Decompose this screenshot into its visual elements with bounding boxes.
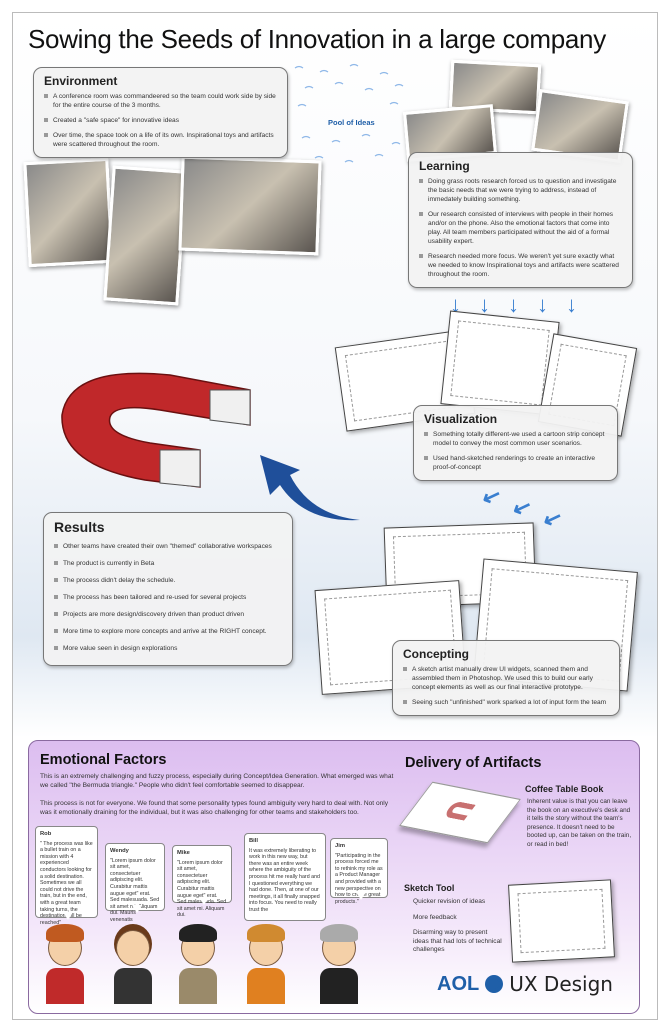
magnet-illustration	[61, 372, 251, 488]
quote-name: Mike	[177, 850, 190, 856]
learning-heading: Learning	[419, 159, 470, 173]
sketch-tool-item: Quicker revision of ideas	[413, 898, 486, 905]
avatar-jim	[316, 924, 362, 1004]
results-item: More time to explore more concepts and a…	[54, 627, 282, 636]
visualization-heading: Visualization	[424, 412, 498, 426]
aol-brand-text: AOL	[437, 972, 480, 995]
quote-text: " The process was like a bullet train on…	[40, 840, 93, 926]
results-item: The process has been tailored and re-use…	[54, 593, 282, 602]
photo-workspace-2	[103, 165, 188, 306]
emotional-paragraph-2: This process is not for everyone. We fou…	[40, 800, 389, 816]
visualization-item: Used hand-sketched renderings to create …	[424, 454, 607, 472]
concepting-box: Concepting A sketch artist manually drew…	[392, 640, 620, 716]
results-item: Projects are more design/discovery drive…	[54, 610, 282, 619]
learning-item: Research needed more focus. We weren't y…	[419, 252, 622, 279]
photo-workspace-1	[23, 157, 114, 268]
results-heading: Results	[54, 519, 105, 535]
learning-item: Doing grass roots research forced us to …	[419, 177, 622, 204]
sketch-tool-item: More feedback	[413, 913, 457, 921]
environment-heading: Environment	[44, 74, 118, 88]
emotional-heading: Emotional Factors	[40, 752, 167, 768]
quote-bubble-wendy: Wendy "Lorem ipsum dolor sit amet, consec…	[105, 843, 165, 923]
concepting-item: A sketch artist manually drew UI widgets…	[403, 665, 609, 692]
learning-box: Learning Doing grass roots research forc…	[408, 152, 633, 288]
environment-box: Environment A conference room was comman…	[33, 67, 288, 158]
avatar-wendy	[110, 924, 156, 1004]
avatar-bill	[243, 924, 289, 1004]
poster-title: Sowing the Seeds of Innovation in a larg…	[28, 24, 606, 54]
visualization-box: Visualization Something totally differen…	[413, 405, 618, 481]
environment-item: Over time, the space took on a life of i…	[44, 131, 277, 149]
learning-item: Our research consisted of interviews wit…	[419, 210, 622, 246]
avatar-mike	[175, 924, 221, 1004]
coffee-table-book-heading: Coffee Table Book	[525, 784, 604, 794]
idea-stream-decoration	[294, 63, 404, 163]
quote-text: It was extremely liberating to work in t…	[249, 847, 320, 913]
emotional-paragraph-1: This is an extremely challenging and fuz…	[40, 773, 394, 789]
quote-text: "Participating in the process forced me …	[335, 852, 383, 905]
quote-name: Wendy	[110, 848, 129, 854]
quote-name: Jim	[335, 843, 345, 849]
quote-text: "Lorem ipsum dolor sit amet, consectetue…	[177, 859, 227, 919]
quote-text: "Lorem ipsum dolor sit amet, consectetue…	[110, 857, 160, 923]
sketch-tool-image	[508, 879, 615, 963]
visualization-item: Something totally different-we used a ca…	[424, 430, 607, 448]
photo-workspace-3	[178, 155, 322, 256]
quote-name: Bill	[249, 838, 259, 844]
concepting-item: Seeing such "unfinished" work sparked a …	[403, 698, 609, 707]
pool-of-ideas-label: Pool of Ideas	[328, 118, 375, 127]
aol-triangle-icon	[485, 975, 504, 993]
quote-bubble-mike: Mike "Lorem ipsum dolor sit amet, consect…	[172, 845, 232, 918]
coffee-table-book-text: Inherent value is that you can leave the…	[527, 798, 632, 848]
quote-bubble-jim: Jim "Participating in the process forced …	[330, 838, 388, 905]
curved-arrow-icon	[260, 455, 360, 521]
concepting-heading: Concepting	[403, 647, 469, 661]
quote-bubble-bill: Bill It was extremely liberating to work …	[244, 833, 326, 921]
results-item: The process didn't delay the schedule.	[54, 576, 282, 585]
quote-name: Rob	[40, 831, 52, 837]
results-box: Results Other teams have created their o…	[43, 512, 293, 666]
environment-item: Created a "safe space" for innovative id…	[44, 116, 277, 125]
quote-bubble-rob: Rob " The process was like a bullet train…	[35, 826, 98, 926]
results-item: More value seen in design explorations	[54, 644, 282, 653]
results-item: Other teams have created their own "them…	[54, 542, 282, 551]
environment-item: A conference room was commandeered so th…	[44, 92, 277, 110]
ux-design-text: UX Design	[509, 972, 613, 996]
avatar-rob	[42, 924, 88, 1004]
sketch-tool-heading: Sketch Tool	[404, 883, 455, 893]
results-item: The product is currently in Beta	[54, 559, 282, 568]
aol-ux-logo: AOL UX Design	[437, 972, 613, 996]
delivery-heading: Delivery of Artifacts	[405, 755, 542, 771]
sketch-tool-list: Quicker revision of ideas More feedback …	[404, 898, 502, 955]
sketch-tool-item: Disarming way to present ideas that had …	[413, 929, 502, 954]
